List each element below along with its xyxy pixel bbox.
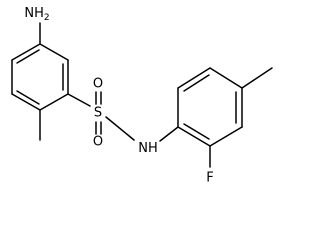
bond xyxy=(177,67,211,89)
left-ring xyxy=(11,43,69,111)
sulfur-label: S xyxy=(94,106,102,121)
bond-ring-sulfur xyxy=(67,93,91,107)
bond-methyl-right xyxy=(241,67,273,89)
amine-n-label: NH2 xyxy=(24,6,49,23)
right-ring xyxy=(177,67,243,147)
double-bond-inner xyxy=(16,49,40,64)
fluorine-label: F xyxy=(206,171,213,186)
bond xyxy=(177,126,211,147)
amide-nh-label: NH xyxy=(138,141,158,156)
bond-n-ring xyxy=(159,126,179,142)
oxygen-top-label: O xyxy=(93,77,103,92)
molecule-structure: NH2 S O O NH F xyxy=(11,6,273,186)
bond xyxy=(39,43,69,61)
bond xyxy=(11,93,41,111)
double-bond-inner xyxy=(16,90,40,105)
oxygen-bottom-label: O xyxy=(93,135,103,150)
bond xyxy=(39,93,69,111)
bond-s-n xyxy=(105,116,135,141)
bond xyxy=(209,67,243,89)
double-bond-inner xyxy=(183,74,210,92)
double-bond-inner xyxy=(183,123,210,140)
bond xyxy=(11,43,41,61)
bond xyxy=(209,126,243,147)
